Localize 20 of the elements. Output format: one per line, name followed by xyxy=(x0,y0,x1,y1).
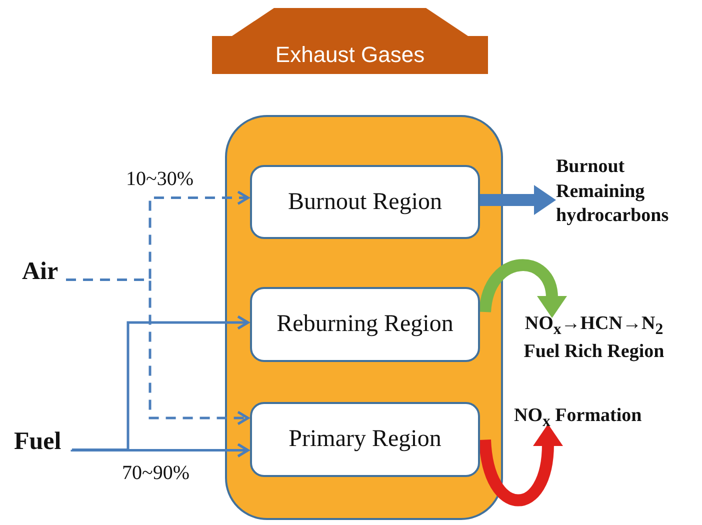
output-label: Burnout Remaining hydrocarbons xyxy=(556,155,670,228)
region-label: Burnout Region xyxy=(288,188,442,216)
block-arrow xyxy=(478,185,556,215)
hood-label: Exhaust Gases xyxy=(274,42,426,68)
arrow xyxy=(66,278,250,426)
region-box xyxy=(250,402,480,477)
exhaust-hood xyxy=(212,8,488,74)
reaction-label: NO$_{x}$ Formation xyxy=(514,404,643,432)
block-arrow xyxy=(479,424,563,506)
region-box xyxy=(250,287,480,362)
region-label: Reburning Region xyxy=(276,311,454,338)
input-label: Fuel xyxy=(14,427,62,457)
arrow xyxy=(72,315,250,452)
input-label: Air xyxy=(22,257,60,287)
reaction-label: Fuel Rich Region xyxy=(522,340,666,364)
arrow xyxy=(70,443,250,458)
region-label: Primary Region xyxy=(288,426,442,453)
furnace-body xyxy=(225,115,503,520)
reaction-label: NO$_{x}$→HCN→N$_{2}$ xyxy=(524,312,664,340)
region-box xyxy=(250,165,480,239)
